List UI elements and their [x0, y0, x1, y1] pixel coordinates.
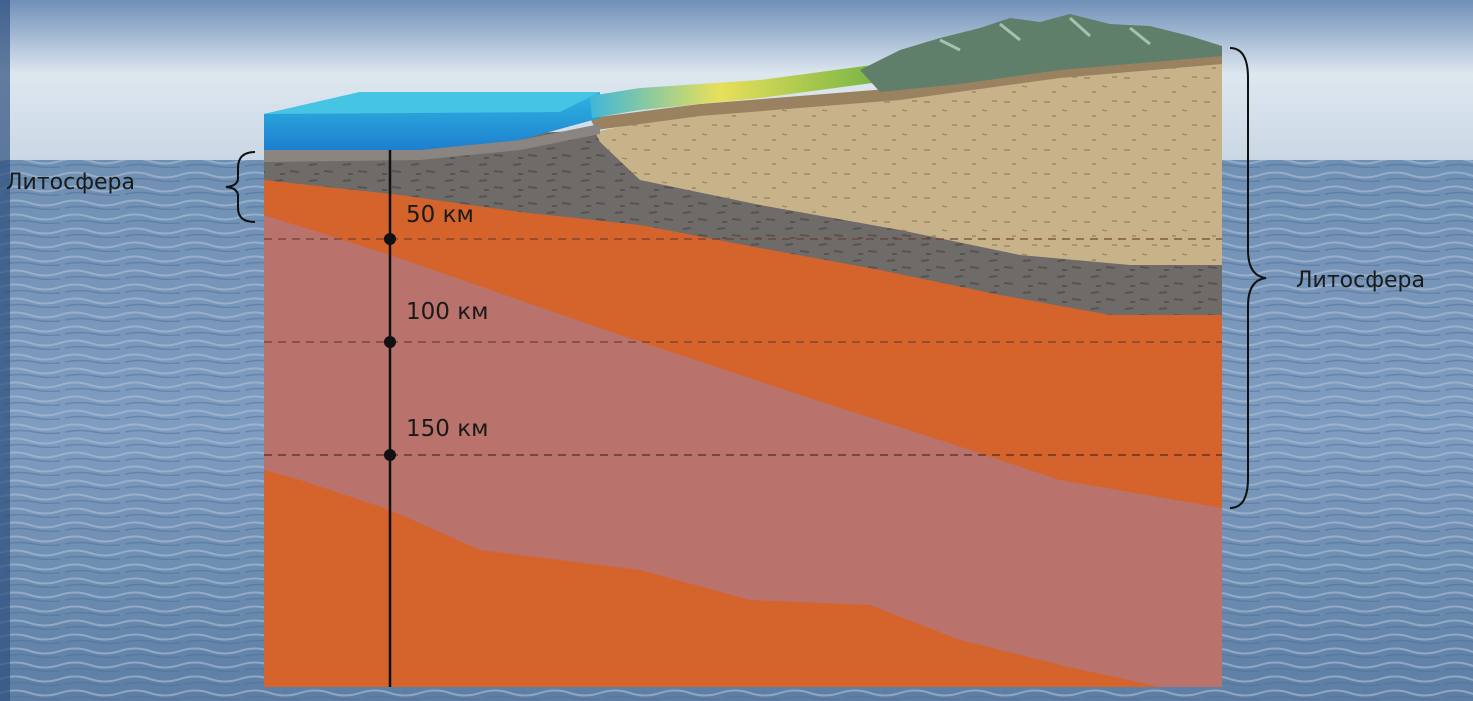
- topsoil-band: [590, 52, 1222, 130]
- earth-cross-section: [264, 14, 1222, 687]
- mountain-highlights: [939, 16, 1151, 52]
- depth-dot: [384, 449, 396, 461]
- mountain-range: [860, 14, 1222, 92]
- sea-floor-strip: [264, 124, 600, 162]
- left-frame-edge: [0, 0, 10, 701]
- depth-dot: [384, 336, 396, 348]
- right-curly-brace: [1229, 47, 1267, 509]
- lithosphere-label-left: Литосфера: [6, 170, 136, 195]
- depth-label-50: 50 км: [406, 202, 474, 228]
- left-curly-brace: [225, 151, 256, 223]
- lithosphere-label-right: Литосфера: [1296, 268, 1426, 293]
- depth-label-100: 100 км: [406, 299, 489, 325]
- depth-dot: [384, 233, 396, 245]
- depth-gridlines: [264, 238, 1222, 456]
- ocean-surface: [264, 92, 600, 114]
- asthenosphere-band: [264, 215, 1222, 687]
- depth-label-150: 150 км: [406, 416, 489, 442]
